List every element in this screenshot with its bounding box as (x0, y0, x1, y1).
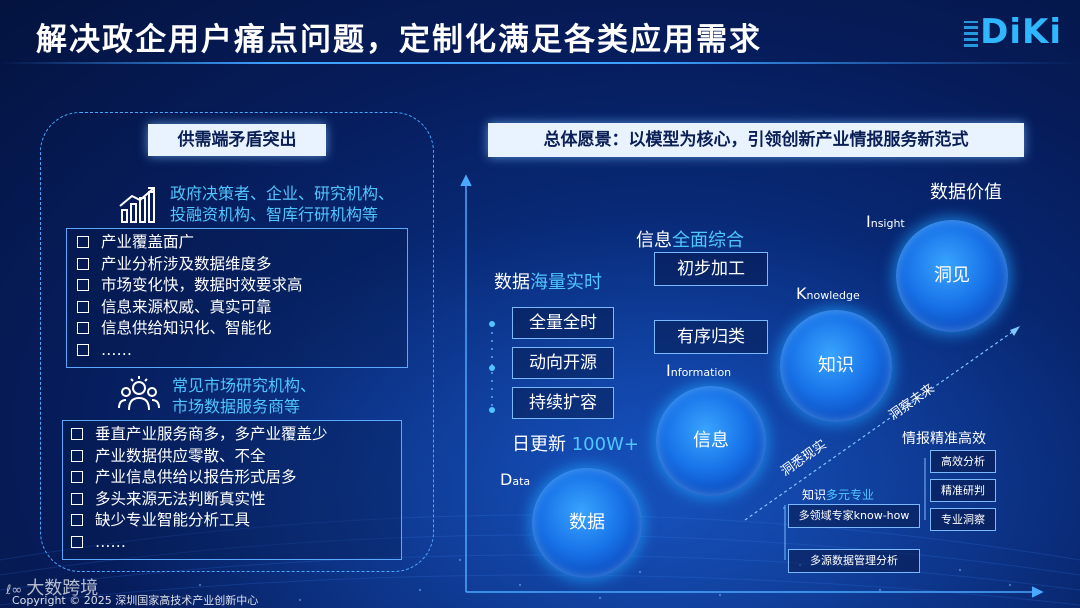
data-pill: 全量全时 (512, 307, 614, 339)
insight-circle: 洞见 (896, 220, 1008, 332)
knowledge-circle: 知识 (780, 310, 892, 422)
knowledge-box: 多领域专家know-how (788, 504, 920, 528)
info-pill: 初步加工 (654, 252, 768, 286)
info-stage-label: 信息全面综合 (636, 226, 744, 252)
insight-box: 高效分析 (930, 450, 996, 473)
data-pill: 动向开源 (512, 347, 614, 379)
value-axis-label: 数据价值 (930, 178, 1002, 204)
data-pill: 持续扩容 (512, 387, 614, 419)
insight-letter-label: Insight (866, 212, 905, 231)
info-circle: 信息 (656, 386, 766, 496)
insight-box: 精准研判 (930, 479, 996, 502)
data-stage-label: 数据海量实时 (494, 268, 602, 294)
insight-box: 专业洞察 (930, 508, 996, 531)
data-letter-label: Data (500, 470, 530, 489)
info-letter-label: Information (666, 361, 731, 380)
knowledge-box: 多源数据管理分析 (788, 549, 920, 573)
info-pill: 有序归类 (654, 320, 768, 354)
knowledge-letter-label: Knowledge (796, 284, 860, 303)
daily-update-label: 日更新 100W+ (512, 430, 639, 456)
insight-label: 情报精准高效 (902, 428, 986, 448)
copyright-text: Copyright © 2025 深圳国家高技术产业创新中心 (12, 592, 258, 608)
knowledge-multi-label: 知识多元专业 (802, 486, 874, 503)
data-circle: 数据 (532, 468, 642, 578)
